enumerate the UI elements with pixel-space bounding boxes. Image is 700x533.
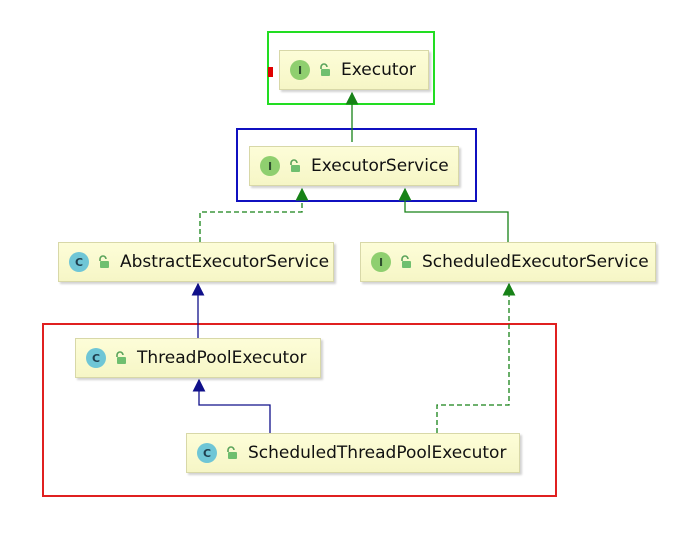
node-scheduled-thread-pool-executor[interactable]: C ScheduledThreadPoolExecutor — [186, 433, 520, 473]
node-label: Executor — [341, 60, 416, 80]
node-abstract-executor-service[interactable]: C AbstractExecutorService — [58, 242, 334, 282]
interface-icon: I — [371, 252, 391, 272]
edge-scheduled-service-extends-executor-service — [398, 187, 509, 242]
selection-marker — [268, 67, 273, 77]
edge-scheduled-pool-extends-thread-pool — [192, 378, 271, 433]
node-label: AbstractExecutorService — [120, 252, 330, 272]
unlock-icon — [99, 255, 109, 268]
node-executor-service[interactable]: I ExecutorService — [249, 146, 459, 186]
node-scheduled-executor-service[interactable]: I ScheduledExecutorService — [360, 242, 656, 282]
edge-abstract-implements-executor-service — [199, 187, 309, 242]
class-icon: C — [69, 252, 89, 272]
node-label: ExecutorService — [311, 156, 449, 176]
unlock-icon — [320, 63, 330, 76]
executor-service-highlight-frame — [236, 128, 477, 202]
node-label: ScheduledThreadPoolExecutor — [248, 443, 507, 463]
unlock-icon — [290, 159, 300, 172]
class-icon: C — [86, 348, 106, 368]
class-icon: C — [197, 443, 217, 463]
node-label: ThreadPoolExecutor — [137, 348, 307, 368]
thread-pools-highlight-frame — [42, 323, 557, 497]
edge-scheduled-pool-implements-scheduled-service — [436, 282, 516, 433]
unlock-icon — [401, 255, 411, 268]
interface-icon: I — [260, 156, 280, 176]
unlock-icon — [116, 351, 126, 364]
node-executor[interactable]: I Executor — [279, 50, 429, 90]
interface-icon: I — [290, 60, 310, 80]
unlock-icon — [227, 446, 237, 459]
node-thread-pool-executor[interactable]: C ThreadPoolExecutor — [75, 338, 321, 378]
node-label: ScheduledExecutorService — [422, 252, 649, 272]
